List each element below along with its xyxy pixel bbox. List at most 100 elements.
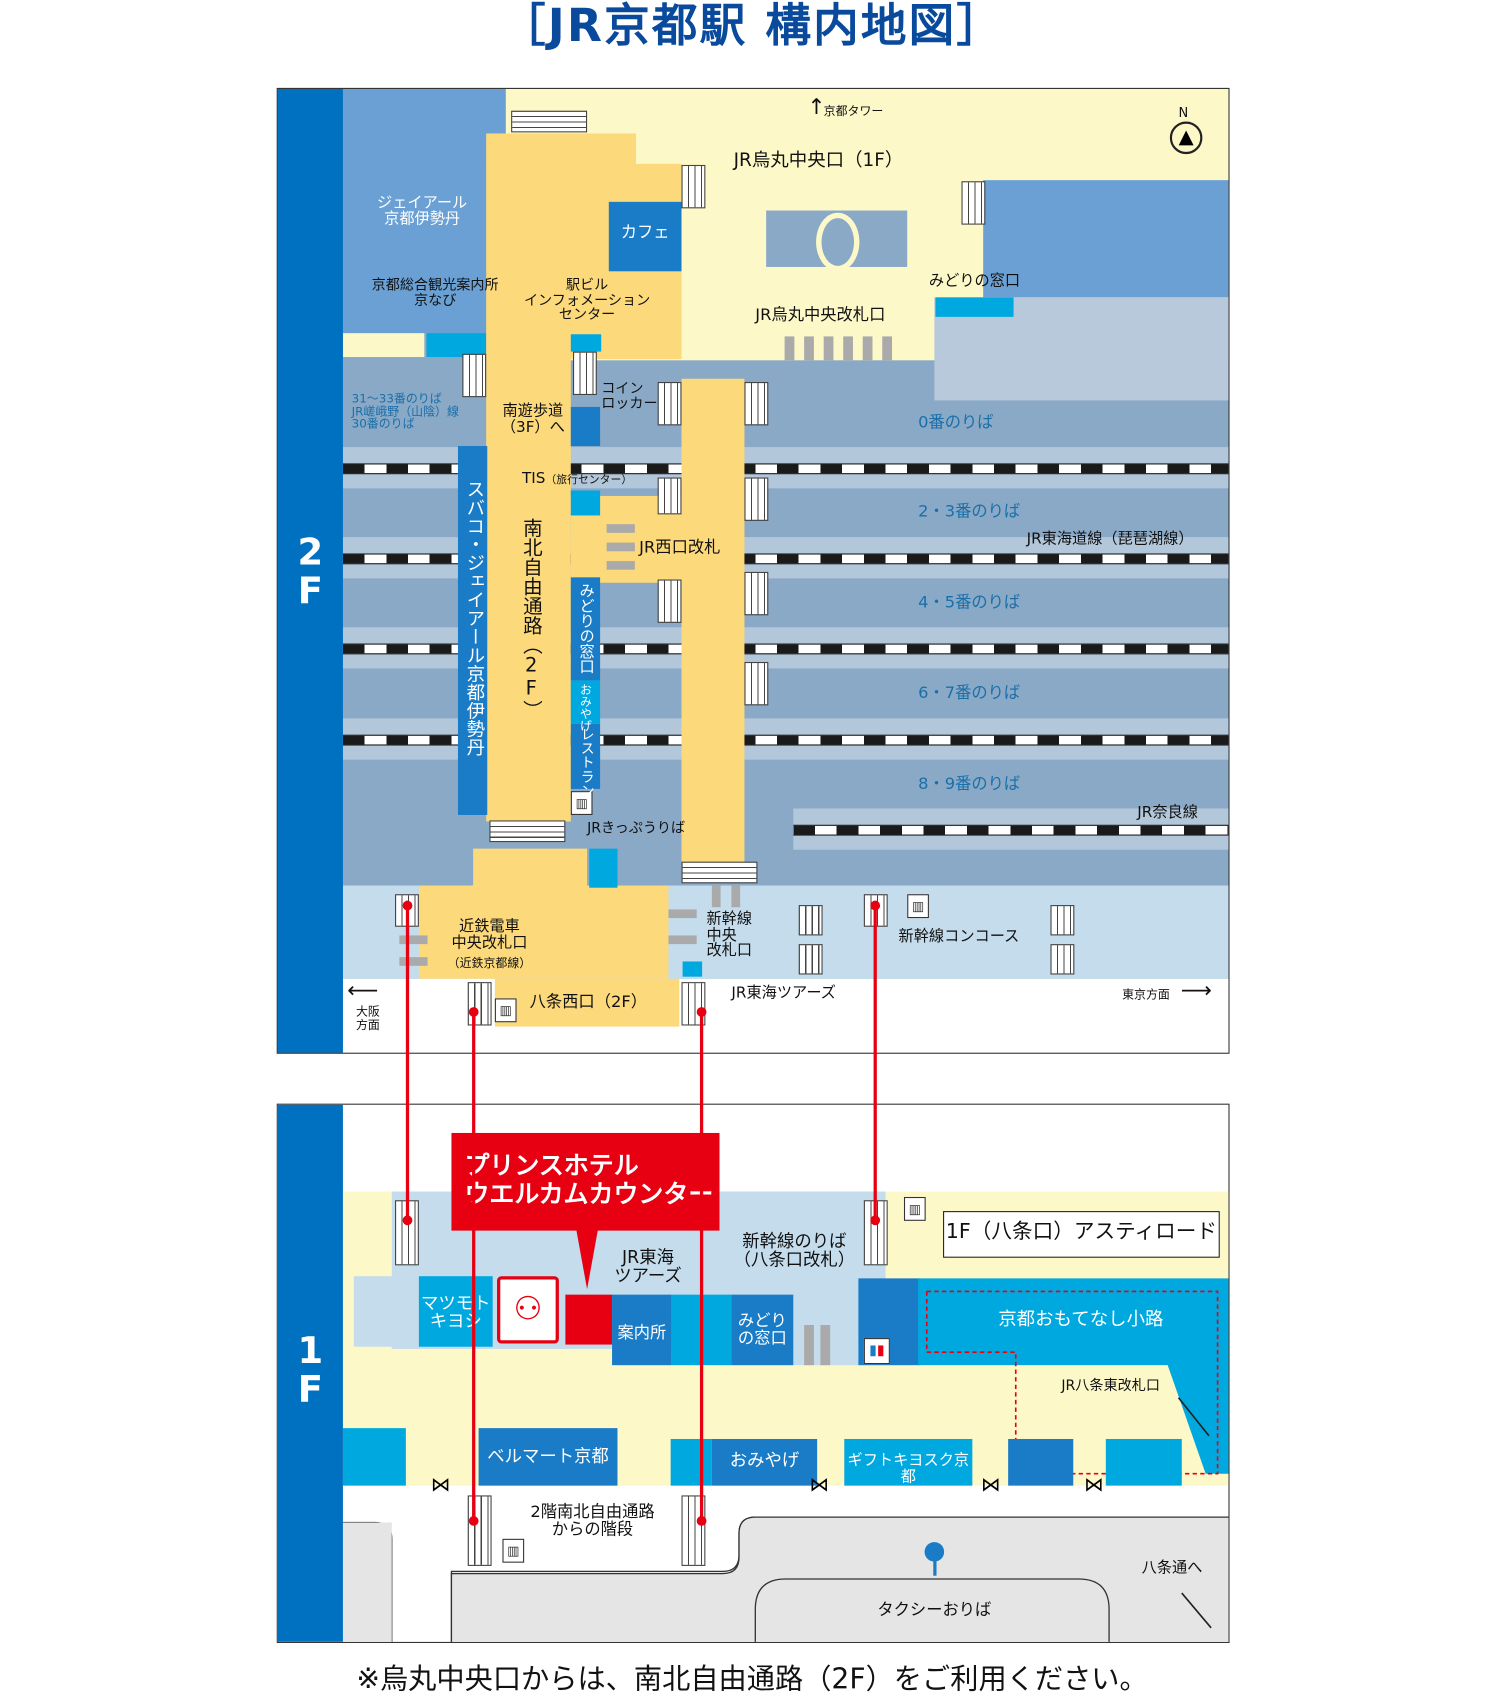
stairs-icon[interactable] <box>744 381 769 426</box>
nara-line-label: JR奈良線 <box>1137 804 1198 822</box>
shop-cyan <box>342 1428 406 1486</box>
shinkansen-gate <box>711 885 721 908</box>
shinkansen-gate <box>731 885 741 908</box>
kintetsu-gate <box>399 935 428 945</box>
connection-dot <box>870 900 881 911</box>
stairs-icon[interactable] <box>657 579 682 623</box>
platform-2-3-label: 2・3番のりば <box>918 501 1021 521</box>
hachijo-east-arrow <box>1177 1397 1210 1437</box>
shop-blue <box>1008 1438 1074 1486</box>
kintetsu-area <box>473 848 588 893</box>
kintetsu-gate <box>399 957 428 966</box>
omotenashi-dashed-outline <box>925 1290 1219 1475</box>
road-gray <box>342 1522 392 1642</box>
connection-dot <box>696 1007 707 1017</box>
belmart-label: ベルマート京都 <box>487 1445 609 1467</box>
restaurant-column <box>570 723 601 789</box>
floor-label-2f: 2 F <box>297 530 324 613</box>
stairs-icon[interactable] <box>744 661 769 706</box>
track <box>342 463 1229 475</box>
west-gate <box>606 542 635 552</box>
south-walk-label: 南遊歩道 （3F）へ <box>500 402 565 436</box>
right-blue-block <box>983 180 1229 298</box>
stairs-icon[interactable] <box>1050 944 1075 975</box>
stairs-icon[interactable] <box>681 861 758 884</box>
stairs-icon[interactable] <box>657 477 682 515</box>
elevator-icon[interactable]: ▥ <box>502 1538 525 1563</box>
connection-line <box>699 1009 703 1520</box>
gift-kiosk-label: ギフトキヨスク京都 <box>847 1451 970 1486</box>
prince-callout[interactable] <box>451 1132 720 1231</box>
kippu-machine <box>589 848 618 888</box>
ekibiru-info-label: 駅ビル インフォメーション センター <box>523 277 651 324</box>
elevator-icon[interactable]: ▥ <box>494 998 517 1023</box>
jr-tokai-tours-label: JR東海 ツアーズ <box>614 1246 682 1286</box>
stairs-icon[interactable] <box>798 905 823 936</box>
platforms-30-33-label: 31～33番のりば JR嵯峨野（山陰）線 30番のりば <box>351 391 459 431</box>
prince-welcome-counter[interactable] <box>565 1294 613 1345</box>
entrance-door: ⋈ <box>1084 1473 1104 1497</box>
entrance-door: ⋈ <box>809 1473 830 1497</box>
shop-cyan <box>1105 1438 1182 1486</box>
east-walkway <box>681 378 745 865</box>
stairs-icon[interactable] <box>511 110 588 133</box>
matsumoto-kiyoshi-shop[interactable] <box>418 1276 493 1347</box>
shinkansen-platform-label: 新幹線のりば （八条口改札） <box>733 1230 856 1270</box>
midori-madoguchi-shop[interactable] <box>731 1294 794 1366</box>
platform-4-5-label: 4・5番のりば <box>918 592 1021 613</box>
elevator-icon[interactable]: ▥ <box>903 1196 926 1221</box>
shinkansen-concourse-label: 新幹線コンコース <box>898 927 1020 946</box>
west-lightblue <box>353 1276 419 1347</box>
elevator-icon[interactable]: ▥ <box>907 894 929 919</box>
karasuma-gate <box>862 336 873 361</box>
stairs-icon[interactable] <box>744 571 769 616</box>
floor-band-1f <box>277 1104 343 1642</box>
callout-pointer <box>576 1229 598 1290</box>
stairs-icon[interactable] <box>489 820 566 843</box>
floor-band-2f <box>277 88 343 1053</box>
omiyage-shop[interactable] <box>711 1438 818 1486</box>
jr-tokai-tours-label: JR東海ツアーズ <box>731 984 836 1002</box>
stairs-icon[interactable] <box>961 181 986 225</box>
gift-kiosk-shop[interactable] <box>844 1438 973 1486</box>
asty-road-sign <box>943 1211 1220 1258</box>
stairs-icon[interactable] <box>744 477 769 521</box>
tis-name: TIS <box>521 469 546 488</box>
midori-label: みどり の窓口 <box>737 1310 787 1348</box>
spaco-isetan-label: スバコ・ジェイアール京都伊勢丹 <box>462 479 484 757</box>
stairs-icon[interactable] <box>798 944 823 975</box>
connection-line <box>472 1009 475 1520</box>
stairs-icon[interactable] <box>681 1495 706 1566</box>
annaisho-label: 案内所 <box>617 1322 667 1343</box>
prince-counter-icon: ⚇ <box>497 1276 559 1344</box>
stairs-icon[interactable] <box>572 351 597 396</box>
connection-dot <box>402 900 413 911</box>
belmart-shop[interactable] <box>478 1428 618 1486</box>
midori-counter-north <box>935 297 1014 317</box>
stairs-icon[interactable] <box>681 164 706 209</box>
nanboku-walkway <box>486 354 571 822</box>
midori-vertical-label: みどりの窓口 <box>577 582 595 674</box>
stairs-icon[interactable] <box>657 381 682 426</box>
annaisho-shop[interactable] <box>612 1294 672 1366</box>
cafe[interactable] <box>608 201 682 272</box>
north-label: N <box>1178 105 1189 121</box>
elevator-icon[interactable]: ▥ <box>570 791 593 815</box>
spaco-isetan <box>457 446 488 815</box>
platform-8-9-label: 8・9番のりば <box>918 773 1021 794</box>
taxi-stand-icon <box>924 1542 945 1562</box>
hachijo-east-gate-label: JR八条東改札口 <box>1061 1378 1160 1395</box>
cafe-label: カフェ <box>620 222 670 242</box>
strip-yellow <box>342 333 425 358</box>
karasuma-gate <box>804 336 814 361</box>
tis-subtitle: （旅行センター） <box>545 474 633 487</box>
shop-cyan <box>670 1438 712 1486</box>
floor-2f-map: ▥ ▥ ▥ 2 F ↑ 京都タワー ▲ N JR烏丸中央口（1F） ジェイアール… <box>276 87 1230 1054</box>
connection-dot <box>402 1215 413 1226</box>
kyoto-tower-arrow: ↑ <box>807 93 826 120</box>
north-compass-icon: ▲ <box>1169 121 1203 155</box>
stairs-icon[interactable] <box>1050 905 1075 936</box>
stairs-icon[interactable] <box>462 353 487 398</box>
tokaido-line-label: JR東海道線（琵琶湖線） <box>1026 530 1194 549</box>
